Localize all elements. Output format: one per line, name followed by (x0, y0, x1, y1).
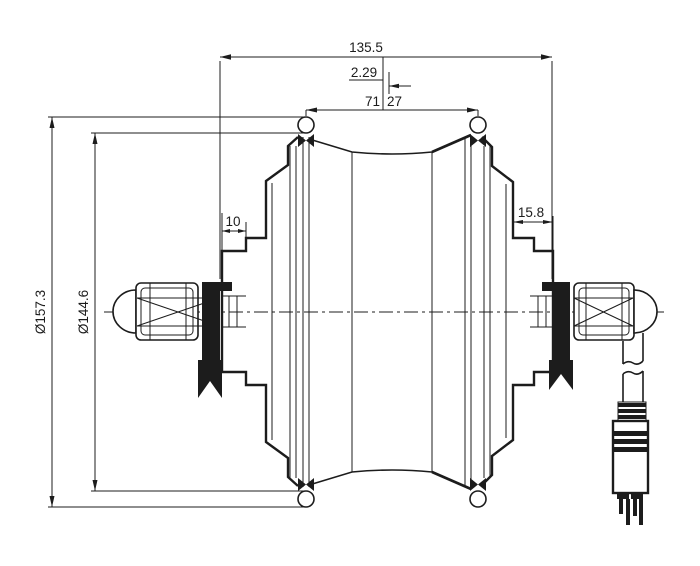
dim-label-overall-width: 135.5 (349, 40, 383, 55)
spoke-nipple-bottom-left (297, 478, 315, 508)
torque-tab-right (549, 360, 573, 390)
dim-label-rim-offset: 2.29 (351, 65, 377, 80)
torque-tab-left (198, 360, 222, 398)
dim-left-boss: 10 (221, 213, 247, 251)
spoke-nipple-top-left (297, 116, 315, 147)
axle-right-end (573, 282, 658, 341)
dim-label-flange-diameter: Ø144.6 (76, 290, 91, 334)
hub-shell (289, 133, 491, 491)
dim-overall-width: 135.5 (219, 40, 553, 279)
side-cover-right (481, 136, 555, 486)
dim-label-flange-span-right: 27 (387, 94, 402, 109)
spoke-nipple-top-right (469, 116, 487, 147)
dim-flange-diameter: Ø144.6 (76, 132, 306, 492)
axle-dome-cap-right (633, 289, 658, 334)
torque-washer-right (542, 282, 573, 390)
shell-top-edge (308, 134, 472, 155)
cable-break-upper (622, 360, 644, 365)
torque-washer-left (198, 282, 232, 398)
axle-dome-cap-left (112, 289, 137, 334)
dim-label-flange-span-left: 71 (365, 94, 380, 109)
shell-bottom-edge (308, 469, 472, 490)
cable-break-lower (622, 370, 644, 375)
dim-rim-offset: 2.29 (349, 57, 411, 110)
side-cover-left (220, 136, 299, 487)
axle-left-end (112, 282, 220, 341)
axle-thread-right (573, 297, 634, 327)
dim-label-outer-diameter: Ø157.3 (33, 290, 48, 334)
power-cable (622, 333, 644, 403)
dim-label-left-boss: 10 (225, 214, 240, 229)
axle-nut-left (135, 282, 199, 341)
cable-connector (611, 401, 650, 525)
dim-flange-spacing: 71 27 (305, 94, 479, 116)
connector-pins (617, 493, 643, 525)
dim-outer-diameter: Ø157.3 (33, 116, 308, 508)
dim-label-right-boss: 15.8 (518, 205, 544, 220)
